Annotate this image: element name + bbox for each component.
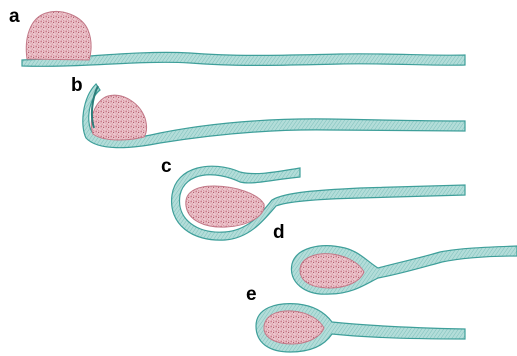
panel-label-b: b <box>71 76 83 95</box>
panel-label-e: e <box>246 285 257 304</box>
panel-label-c: c <box>161 157 172 176</box>
droplet <box>26 12 91 60</box>
panel-d <box>291 246 517 294</box>
droplet <box>186 186 264 227</box>
panel-label-a: a <box>9 7 20 26</box>
panel-a <box>22 12 465 67</box>
panel-c <box>172 166 465 240</box>
panel-label-d: d <box>273 223 285 242</box>
panel-e <box>256 304 465 352</box>
panel-b <box>83 84 465 148</box>
droplet <box>91 95 146 140</box>
